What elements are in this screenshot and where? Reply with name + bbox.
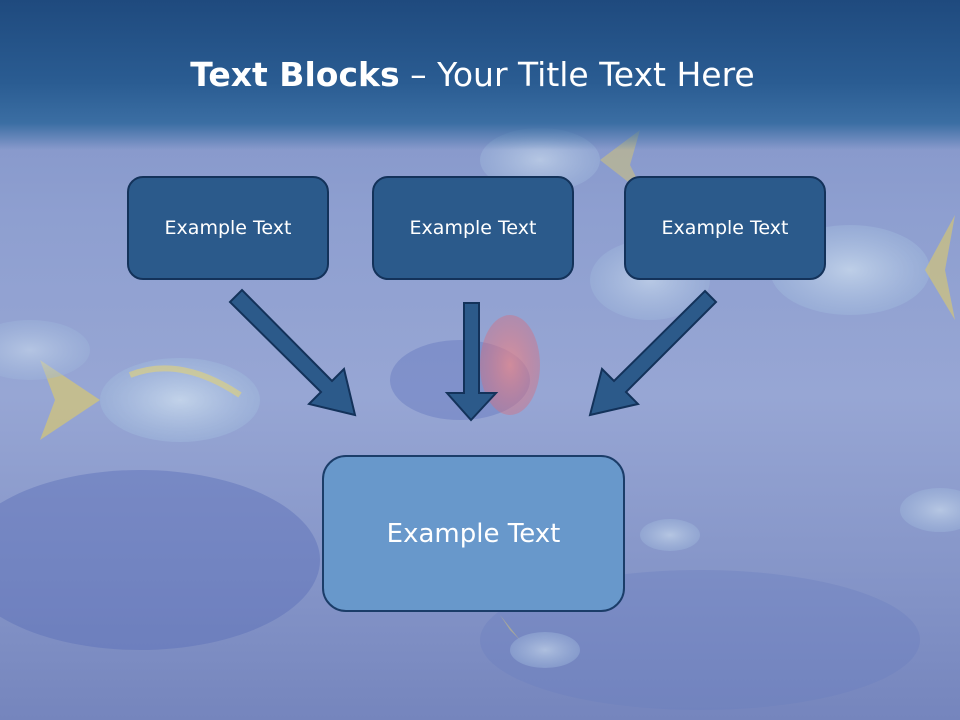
text-block-2[interactable]: Example Text	[372, 176, 574, 280]
fish-left	[40, 358, 260, 442]
arrow-right-icon	[588, 289, 718, 417]
title-bold: Text Blocks	[190, 55, 400, 94]
arrow-left-icon	[228, 288, 357, 417]
text-block-3[interactable]: Example Text	[624, 176, 826, 280]
text-block-result[interactable]: Example Text	[322, 455, 625, 612]
page-title: Text Blocks – Your Title Text Here	[0, 52, 945, 98]
arrow-center-icon	[444, 302, 499, 422]
fish-red	[480, 315, 540, 415]
fish-bottom-right	[500, 488, 960, 668]
header-band	[0, 0, 960, 150]
title-separator: –	[399, 55, 438, 94]
text-block-1[interactable]: Example Text	[127, 176, 329, 280]
reef-shape	[0, 470, 320, 650]
title-regular: Your Title Text Here	[437, 55, 755, 94]
fish-left-small	[0, 320, 90, 380]
